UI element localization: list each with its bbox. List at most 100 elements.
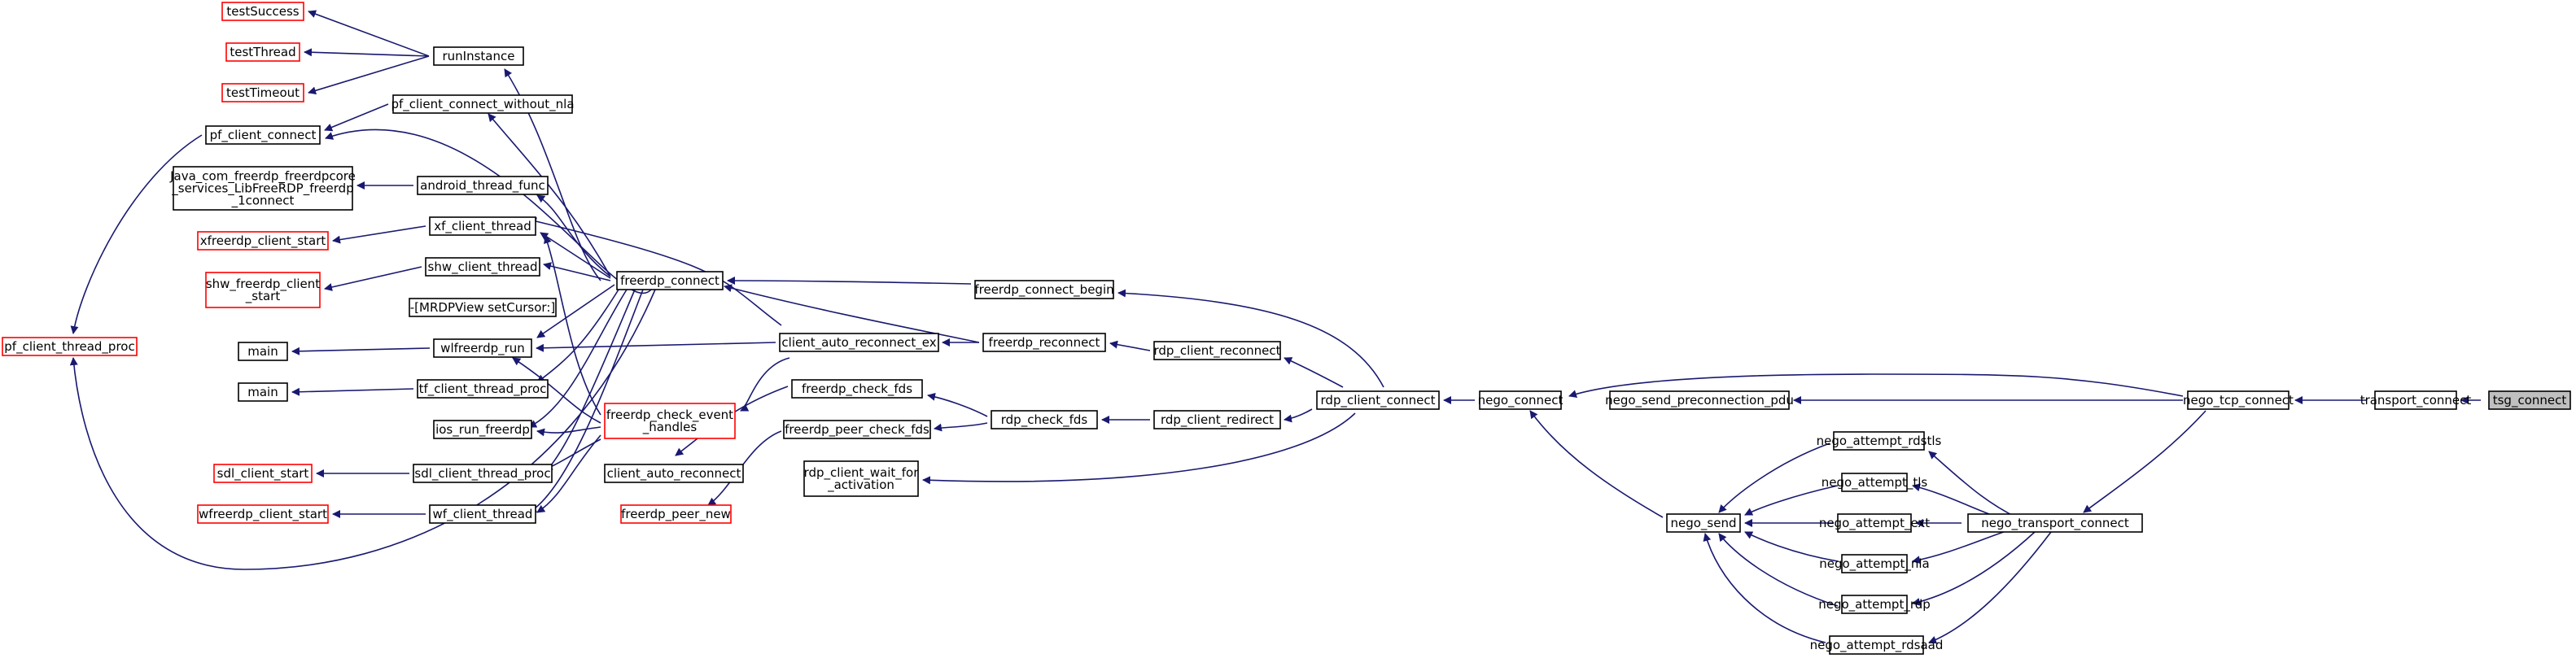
call-edge: [1117, 289, 1384, 388]
node-label: nego_transport_connect: [1981, 516, 2129, 531]
node-label: main: [247, 385, 278, 399]
call-edge: [70, 134, 203, 334]
node-mrdpview-setcursor[interactable]: -[MRDPView setCursor:]: [409, 298, 557, 317]
node-nego-attempt-nla[interactable]: nego_attempt_nla: [1819, 554, 1930, 573]
node-wf-client-thread[interactable]: wf_client_thread: [429, 504, 536, 524]
node-box: [779, 333, 939, 352]
node-box: [197, 231, 329, 251]
node-sdl-client-start[interactable]: sdl_client_start: [213, 464, 313, 483]
call-edge: [69, 289, 656, 570]
node-nego-attempt-ext[interactable]: nego_attempt_ext: [1819, 513, 1930, 533]
node-box: [1841, 595, 1908, 614]
node-pf-client-thread-proc[interactable]: pf_client_thread_proc: [2, 337, 138, 356]
node-box: [433, 420, 532, 439]
node-freerdp-peer-check-fds[interactable]: freerdp_peer_check_fds: [783, 420, 931, 439]
node-nego-transport-connect[interactable]: nego_transport_connect: [1967, 513, 2143, 533]
call-edge: [1284, 357, 1344, 388]
node-rdp-check-fds[interactable]: rdp_check_fds: [991, 410, 1098, 429]
node-box: [604, 464, 744, 483]
node-rdp-client-redirect[interactable]: rdp_client_redirect: [1153, 410, 1281, 429]
node-nego-send-preconnection-pdu[interactable]: nego_send_preconnection_pdu: [1605, 390, 1794, 410]
node-box: [433, 46, 524, 66]
node-box: [429, 504, 536, 524]
node-client-auto-reconnect-ex[interactable]: client_auto_reconnect_ex: [779, 333, 939, 352]
node-nego-attempt-tls[interactable]: nego_attempt_tls: [1822, 473, 1928, 492]
node-label: testSuccess: [226, 4, 299, 19]
call-edge: [1928, 531, 2052, 644]
node-box: [616, 271, 724, 290]
node-freerdp-check-event-handles[interactable]: freerdp_check_event_handles: [604, 403, 736, 439]
node-label: _handles: [642, 420, 698, 435]
node-label: testTimeout: [226, 85, 300, 100]
node-label: rdp_check_fds: [1001, 412, 1088, 428]
node-box: [409, 298, 557, 317]
node-ios-run-freerdp[interactable]: ios_run_freerdp: [433, 420, 532, 439]
node-freerdp-check-fds[interactable]: freerdp_check_fds: [791, 379, 923, 399]
node-pf-client-connect-without-nla[interactable]: pf_client_connect_without_nla: [391, 94, 575, 114]
call-edge: [536, 289, 619, 383]
node-freerdp-connect-begin[interactable]: freerdp_connect_begin: [974, 280, 1114, 299]
node-box: [429, 216, 536, 236]
node-label: pf_client_connect: [210, 128, 317, 143]
node-testTimeout[interactable]: testTimeout: [221, 83, 304, 102]
node-wfreerdp-client-start[interactable]: wfreerdp_client_start: [197, 504, 329, 524]
node-label: nego_tcp_connect: [2183, 393, 2294, 408]
node-box: [213, 464, 313, 483]
node-pf-client-connect[interactable]: pf_client_connect: [205, 125, 321, 145]
node-box: [982, 333, 1106, 352]
node-label: nego_attempt_rdstls: [1817, 434, 1942, 449]
node-java-connect[interactable]: Java_com_freerdp_freerdpcore_services_Li…: [169, 166, 356, 211]
call-edge: [536, 284, 615, 338]
node-box: [1666, 513, 1741, 533]
node-label: wfreerdp_client_start: [199, 507, 327, 522]
node-rdp-client-reconnect[interactable]: rdp_client_reconnect: [1153, 341, 1281, 360]
node-box: [417, 379, 549, 399]
node-box: [1967, 513, 2143, 533]
node-runInstance[interactable]: runInstance: [433, 46, 524, 66]
node-freerdp-reconnect[interactable]: freerdp_reconnect: [982, 333, 1106, 352]
node-tf-client-thread-proc[interactable]: tf_client_thread_proc: [417, 379, 549, 399]
node-nego-tcp-connect[interactable]: nego_tcp_connect: [2183, 390, 2294, 410]
node-shw-freerdp-client-start[interactable]: shw_freerdp_client_start: [205, 272, 321, 308]
node-label: nego_attempt_tls: [1822, 475, 1928, 490]
node-freerdp-connect[interactable]: freerdp_connect: [616, 271, 724, 290]
node-nego-connect[interactable]: nego_connect: [1478, 390, 1564, 410]
node-box: [974, 280, 1114, 299]
node-sdl-client-thread-proc[interactable]: sdl_client_thread_proc: [413, 464, 553, 483]
node-label: _1connect: [231, 194, 295, 209]
node-client-auto-reconnect[interactable]: client_auto_reconnect: [604, 464, 744, 483]
node-rdp-client-connect[interactable]: rdp_client_connect: [1316, 390, 1440, 410]
node-box: [413, 464, 553, 483]
node-testSuccess[interactable]: testSuccess: [221, 2, 304, 21]
node-xfreerdp-client-start[interactable]: xfreerdp_client_start: [197, 231, 329, 251]
node-transport-connect[interactable]: transport_connect: [2360, 390, 2472, 410]
node-label: rdp_client_redirect: [1161, 412, 1274, 428]
node-rdp-client-wait-for-activation[interactable]: rdp_client_wait_for_activation: [803, 460, 920, 497]
node-box: [2374, 390, 2457, 410]
call-edge: [922, 412, 1356, 485]
node-nego-attempt-rdsaad[interactable]: nego_attempt_rdsaad: [1810, 635, 1944, 655]
node-box: [803, 460, 919, 497]
node-xf-client-thread[interactable]: xf_client_thread: [429, 216, 536, 236]
node-label: rdp_client_wait_for: [804, 465, 920, 481]
node-label: freerdp_check_fds: [802, 381, 912, 397]
node-nego-send[interactable]: nego_send: [1666, 513, 1741, 533]
call-edge: [308, 10, 430, 57]
node-nego-attempt-rdstls[interactable]: nego_attempt_rdstls: [1817, 431, 1942, 451]
node-label: runInstance: [443, 49, 515, 63]
node-label: freerdp_connect: [620, 273, 719, 289]
node-tsg-connect[interactable]: tsg_connect: [2488, 390, 2571, 410]
node-freerdp-peer-new[interactable]: freerdp_peer_new: [620, 504, 732, 524]
node-label: wlfreerdp_run: [440, 341, 525, 356]
node-android-thread-func[interactable]: android_thread_func: [417, 176, 549, 195]
node-shw-client-thread[interactable]: shw_client_thread: [425, 257, 540, 277]
node-box: [1153, 341, 1281, 360]
node-main-2[interactable]: main: [238, 382, 288, 402]
call-edge: [528, 289, 644, 513]
node-box: [433, 338, 532, 358]
node-main-1[interactable]: main: [238, 342, 288, 361]
node-box: [173, 166, 353, 211]
node-wlfreerdp-run[interactable]: wlfreerdp_run: [433, 338, 532, 358]
node-testThread[interactable]: testThread: [225, 42, 300, 62]
node-nego-attempt-rdp[interactable]: nego_attempt_rdp: [1818, 595, 1931, 614]
